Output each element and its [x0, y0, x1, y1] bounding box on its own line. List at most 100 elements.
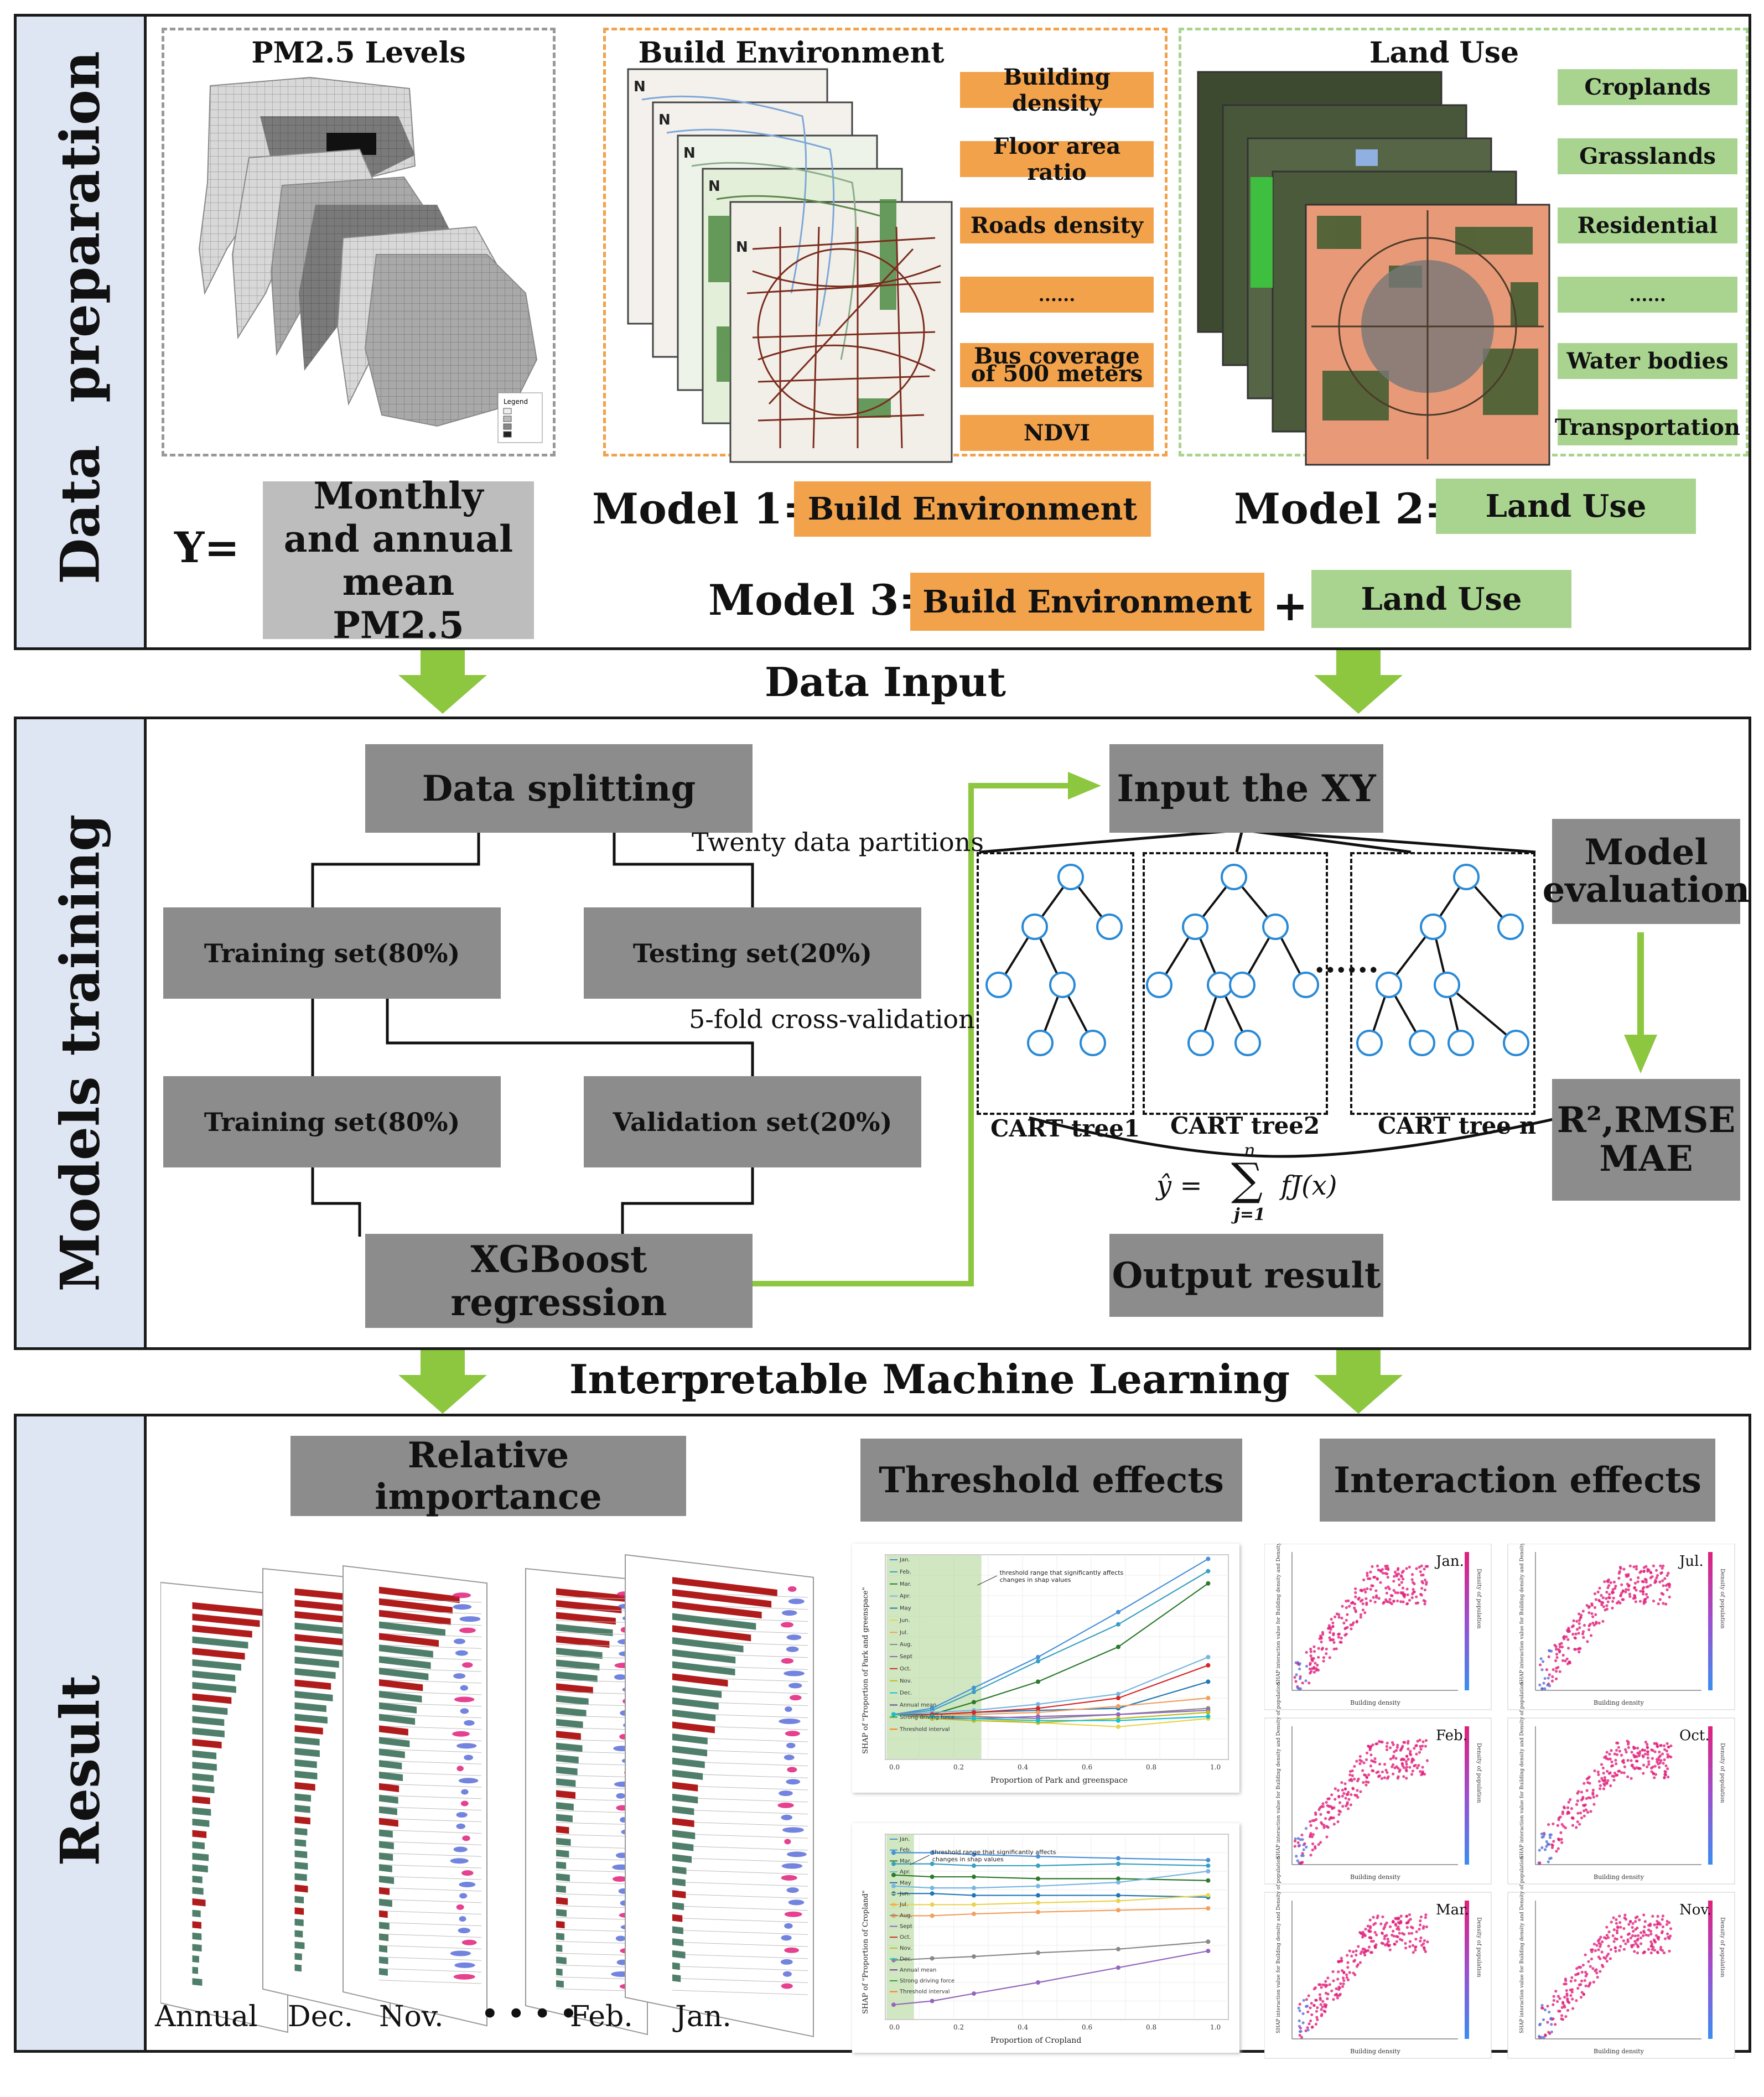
interaction-point: [1330, 1806, 1334, 1809]
interaction-point: [1646, 1746, 1649, 1749]
interaction-point: [1626, 1759, 1630, 1762]
importance-bar: [672, 1757, 705, 1768]
interaction-point: [1638, 1918, 1641, 1922]
interaction-point: [1370, 1759, 1373, 1762]
interaction-point: [1392, 1934, 1395, 1938]
interaction-point: [1397, 1775, 1400, 1778]
build-item-ellipsis: ......: [960, 277, 1154, 313]
threshold-point: [972, 1954, 976, 1959]
cart-tree-n-label: CART tree n: [1378, 1112, 1537, 1139]
interaction-point: [1401, 1764, 1404, 1767]
importance-bar: [379, 1656, 431, 1669]
interaction-point: [1378, 1762, 1382, 1766]
interaction-point: [1649, 1584, 1652, 1587]
interaction-point: [1361, 1598, 1364, 1602]
interaction-point: [1320, 2013, 1324, 2016]
interaction-point: [1578, 1618, 1581, 1622]
interaction-point: [1357, 1597, 1360, 1601]
interaction-point: [1346, 1966, 1350, 1969]
interaction-point: [1419, 1570, 1422, 1574]
interaction-point: [1605, 1597, 1608, 1600]
importance-gridline: [672, 1990, 808, 1995]
interaction-point: [1374, 1742, 1378, 1746]
interaction-point: [1615, 1922, 1618, 1925]
threshold-point: [972, 1689, 976, 1694]
interaction-point: [1632, 1766, 1635, 1769]
interaction-point: [1331, 1624, 1335, 1628]
interaction-point: [1655, 1925, 1658, 1929]
importance-gridline: [378, 1852, 482, 1857]
importance-gridline: [672, 1906, 808, 1911]
interaction-point: [1354, 1595, 1357, 1598]
threshold-point: [1206, 1714, 1211, 1719]
interaction-point: [1425, 1925, 1428, 1929]
interaction-point: [1641, 1590, 1645, 1593]
interaction-point: [1310, 2002, 1313, 2005]
interaction-colorbar: [1465, 1901, 1469, 2039]
interaction-point: [1346, 1978, 1350, 1981]
importance-bar: [379, 1714, 416, 1725]
interaction-point: [1538, 2023, 1542, 2027]
interaction-point: [1293, 1845, 1296, 1848]
importance-shap-marker: [788, 1683, 802, 1689]
interaction-point: [1647, 1760, 1651, 1763]
interaction-point: [1367, 1773, 1371, 1777]
interaction-point: [1360, 1759, 1363, 1763]
interaction-point: [1326, 1810, 1330, 1814]
interaction-chart-frame: [1507, 1717, 1735, 1885]
interaction-point: [1311, 1848, 1314, 1852]
interaction-point: [1407, 1757, 1410, 1761]
interaction-point: [1317, 1647, 1320, 1650]
interaction-point: [1654, 1934, 1658, 1937]
importance-bar: [294, 1634, 346, 1646]
interaction-point: [1599, 1784, 1602, 1787]
interaction-point: [1646, 1753, 1649, 1756]
interaction-point: [1543, 2008, 1547, 2012]
interaction-point: [1402, 1577, 1405, 1581]
interaction-point: [1626, 1582, 1629, 1586]
interaction-point: [1406, 1742, 1410, 1745]
importance-bar: [672, 1793, 698, 1804]
interaction-point: [1425, 1581, 1428, 1584]
interaction-point: [1593, 1592, 1597, 1596]
interaction-colorbar: [1465, 1552, 1469, 1690]
interaction-point: [1301, 1854, 1305, 1857]
threshold-point: [1116, 1610, 1120, 1615]
interaction-point: [1663, 1937, 1667, 1940]
importance-bar: [192, 1909, 201, 1918]
interaction-point: [1615, 1741, 1618, 1745]
interaction-ylabel: SHAP interaction value for Building dens…: [1276, 1682, 1282, 1859]
interaction-point: [1540, 1846, 1544, 1849]
interaction-point: [1392, 1929, 1395, 1933]
interaction-point: [1394, 1922, 1397, 1926]
interaction-point: [1340, 1969, 1344, 1973]
iml-title: Interpretable Machine Learning: [569, 1356, 1290, 1403]
interaction-point: [1561, 1812, 1564, 1815]
interaction-point: [1326, 1997, 1329, 2000]
importance-shap-marker: [464, 1720, 475, 1726]
threshold-point: [930, 1714, 935, 1719]
interaction-point: [1403, 1593, 1406, 1596]
interaction-point: [1383, 1776, 1386, 1779]
importance-bar: [192, 1978, 203, 1986]
interaction-point: [1543, 1848, 1547, 1851]
interaction-point: [1634, 1916, 1637, 1919]
interaction-point: [1353, 1793, 1357, 1797]
importance-shap-marker: [781, 1658, 794, 1664]
section-sidebar: Data preparation: [17, 17, 147, 647]
interaction-point: [1362, 1761, 1366, 1764]
interaction-point: [1635, 1942, 1638, 1945]
importance-bar: [556, 1695, 589, 1705]
interaction-point: [1301, 2012, 1305, 2015]
threshold-point: [972, 1710, 976, 1715]
interaction-point: [1611, 1600, 1615, 1603]
interaction-point: [1333, 1615, 1337, 1618]
importance-shap-marker: [781, 1610, 797, 1616]
interaction-point: [1369, 1753, 1373, 1757]
interaction-point: [1341, 1976, 1345, 1980]
threshold-legend-label: Strong driving force: [900, 1978, 954, 1984]
interaction-point: [1301, 2021, 1305, 2025]
interaction-point: [1636, 1951, 1640, 1955]
importance-shap-marker: [780, 1959, 793, 1965]
interaction-point: [1620, 1583, 1623, 1586]
